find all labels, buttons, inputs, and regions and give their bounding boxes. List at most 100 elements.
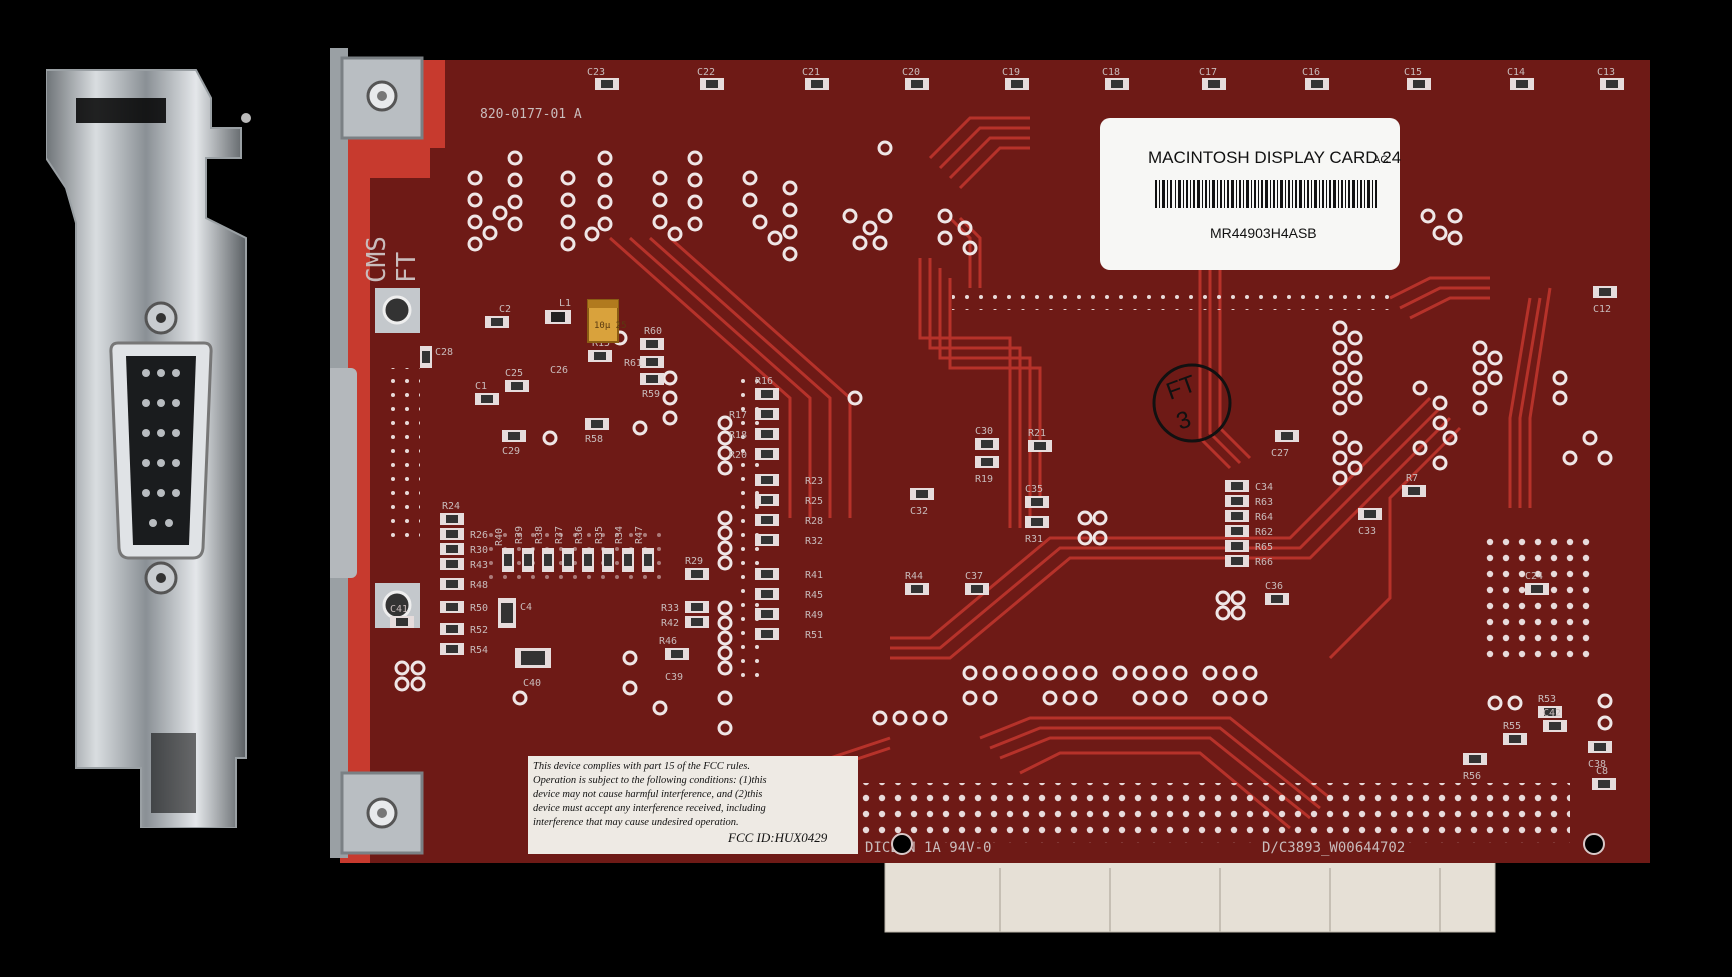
left-component-block: C2 L1 C28 C25 C26 C1 C29 R15 R61 R60 R59… <box>420 298 664 457</box>
fcc-id: FCC ID:HUX0429 <box>727 830 828 845</box>
fcc-line-5: interference that may cause undesired op… <box>533 817 739 828</box>
component-label: C1 <box>475 381 487 392</box>
via-row <box>952 290 1392 310</box>
component-label: R33 <box>661 603 679 614</box>
component-label: L1 <box>559 298 571 309</box>
component-label: R26 <box>470 530 488 541</box>
component-label: C29 <box>502 446 520 457</box>
component-label: R29 <box>685 556 703 567</box>
product-label: MACINTOSH DISPLAY CARD 24 AC MR44903H4AS… <box>1100 118 1401 270</box>
component-label: R34 <box>614 526 625 544</box>
component-label: R7 <box>1406 473 1418 484</box>
component-label: C4 <box>520 602 532 613</box>
component-label: C19 <box>1002 67 1020 78</box>
component-label: R40 <box>494 528 505 546</box>
component-label: R32 <box>805 536 823 547</box>
top-capacitor-row: C23 C22 C21 C20 C19 C18 C17 C16 C15 C14 … <box>587 67 1624 90</box>
component-label: R45 <box>805 590 823 601</box>
component-label: R43 <box>470 560 488 571</box>
component-label: R46 <box>659 636 677 647</box>
component-label: C22 <box>697 67 715 78</box>
mounting-hole-left-top <box>375 288 420 333</box>
component-label: R55 <box>1503 721 1521 732</box>
edge-connector <box>884 861 1496 933</box>
component-label: R52 <box>470 625 488 636</box>
fcc-line-3: device may not cause harmful interferenc… <box>533 789 762 800</box>
component-label: R36 <box>574 526 585 544</box>
component-label: C17 <box>1199 67 1217 78</box>
component-label: R20 <box>729 450 747 461</box>
label-serial: MR44903H4ASB <box>1210 225 1317 241</box>
component-label: C34 <box>1255 482 1273 493</box>
component-label: C20 <box>902 67 920 78</box>
component-label: R48 <box>470 580 488 591</box>
component-label: C35 <box>1025 484 1043 495</box>
component-label: C15 <box>1404 67 1422 78</box>
component-label: C28 <box>435 347 453 358</box>
component-label: C13 <box>1597 67 1615 78</box>
component-label: R39 <box>514 526 525 544</box>
fcc-label: This device complies with part 15 of the… <box>528 756 858 854</box>
component-label: R62 <box>1255 527 1273 538</box>
component-label: R63 <box>1255 497 1273 508</box>
component-label: R30 <box>470 545 488 556</box>
component-label: C16 <box>1302 67 1320 78</box>
misc-components: R29 R33 R42 R46 C39 C40 C4 C32 R44 C37 C… <box>498 426 1052 689</box>
component-label: R42 <box>661 618 679 629</box>
component-label: R17 <box>729 410 747 421</box>
component-label: C18 <box>1102 67 1120 78</box>
component-label: R61 <box>624 358 642 369</box>
component-label: R58 <box>585 434 603 445</box>
component-label: C37 <box>965 571 983 582</box>
mounting-screw-top <box>340 56 424 140</box>
via-column-left <box>390 368 420 538</box>
component-label: C40 <box>523 678 541 689</box>
component-label: R64 <box>1255 512 1273 523</box>
component-label: R28 <box>805 516 823 527</box>
via-grid-bottom <box>850 783 1570 843</box>
component-label: R51 <box>805 630 823 641</box>
component-label: C8 <box>1596 766 1608 777</box>
left-resistor-column: R24 R26 R30 R43 R48 R50 R52 R54 C41 <box>390 501 488 656</box>
component-label: R16 <box>755 376 773 387</box>
copper-traces <box>609 116 1552 830</box>
mounting-hole <box>1583 833 1605 855</box>
component-label: C24 <box>1525 571 1543 582</box>
component-label: R44 <box>905 571 923 582</box>
mounting-bracket <box>46 69 251 828</box>
mid-resistor-column: R16 R17 R18 R20 R23 R25 R28 R32 R41 R45 … <box>729 376 823 641</box>
fcc-line-2: Operation is subject to the following co… <box>533 775 767 786</box>
date-code: D/C3893_W00644702 <box>1262 840 1405 856</box>
component-label: C32 <box>910 506 928 517</box>
component-label: C2 <box>499 304 511 315</box>
component-label: R25 <box>805 496 823 507</box>
component-label: R56 <box>1463 771 1481 782</box>
component-label: R18 <box>729 430 747 441</box>
vga-connector-body <box>330 368 357 578</box>
component-label: R66 <box>1255 557 1273 568</box>
circuit-board: 820-0177-01 A CMS FT DICEON 1A 94V-0 D/C… <box>330 48 1650 933</box>
component-label: R41 <box>805 570 823 581</box>
component-label: R65 <box>1255 542 1273 553</box>
label-title-suffix: AC <box>1373 154 1388 166</box>
component-label: R53 <box>1538 694 1556 705</box>
right-component-stack: C34 R63 R64 R62 R65 R66 C36 C27 R7 C33 C… <box>1225 286 1617 790</box>
component-label: R24 <box>442 501 460 512</box>
component-label: R49 <box>805 610 823 621</box>
mounting-screw-bottom <box>340 771 424 855</box>
fcc-line-4: device must accept any interference rece… <box>533 803 766 814</box>
component-label: R50 <box>470 603 488 614</box>
component-label: C33 <box>1358 526 1376 537</box>
component-label: C39 <box>665 672 683 683</box>
component-label: C30 <box>975 426 993 437</box>
component-label: R35 <box>594 526 605 544</box>
cms-mark: CMS <box>362 236 392 283</box>
mounting-hole <box>891 833 913 855</box>
component-label: R54 <box>470 645 488 656</box>
resistor-row: R40 R39 R38 R37 R36 R35 R34 R47 <box>494 526 654 572</box>
component-label: C21 <box>802 67 820 78</box>
component-label: R38 <box>534 526 545 544</box>
label-title: MACINTOSH DISPLAY CARD 24 <box>1148 148 1401 167</box>
barcode <box>1155 180 1377 208</box>
fcc-line-1: This device complies with part 15 of the… <box>533 761 750 772</box>
